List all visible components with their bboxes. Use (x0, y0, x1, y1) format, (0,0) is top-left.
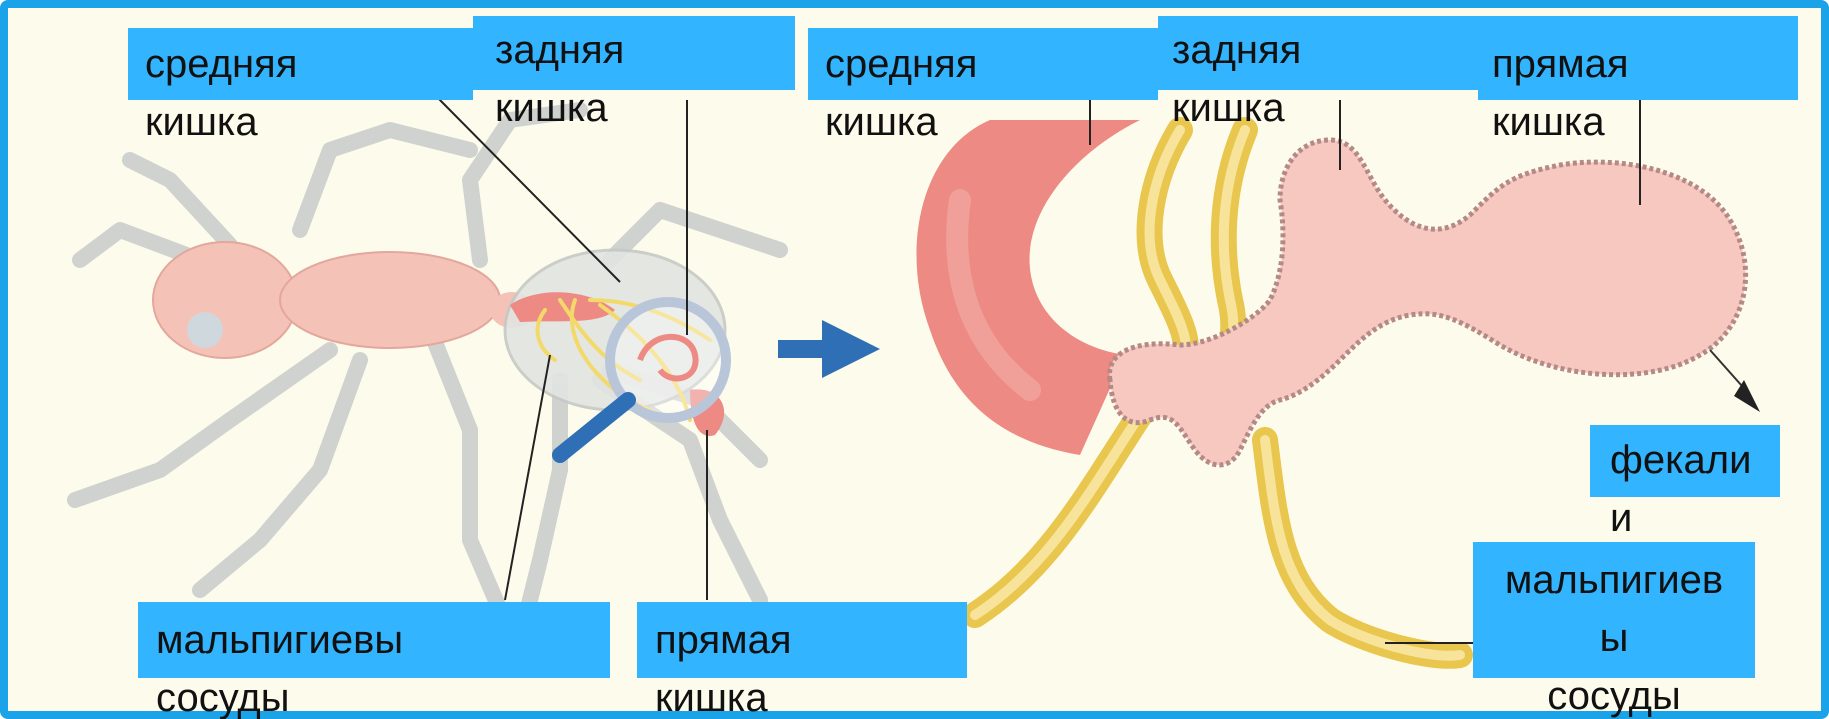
ant-eye (187, 312, 223, 348)
label-right-feces-line2: и (1610, 490, 1632, 546)
label-left-midgut-line1: средняя (145, 36, 297, 92)
label-left-rectum-line1: прямая (655, 612, 792, 668)
label-left-hindgut-line1: задняя (495, 22, 624, 78)
label-left-malpighian-line2: сосуды (156, 670, 289, 719)
label-right-rectum-line2: кишка (1492, 94, 1605, 150)
label-right-feces-line1: фекали (1610, 432, 1751, 488)
label-right-midgut-line1: средняя (825, 36, 977, 92)
label-left-hindgut-line2: кишка (495, 80, 608, 136)
label-right-rectum-line1: прямая (1492, 36, 1629, 92)
label-right-hindgut-line2: кишка (1172, 80, 1285, 136)
label-left-rectum-line2: кишка (655, 670, 768, 719)
label-left-midgut-line2: кишка (145, 94, 258, 150)
label-right-malpighian-line1: мальпигиев (1473, 552, 1755, 608)
ant-thorax (280, 252, 500, 348)
ant-head (153, 242, 297, 358)
label-right-hindgut-line1: задняя (1172, 22, 1301, 78)
label-right-malpighian-line2: ы (1473, 610, 1755, 666)
label-right-midgut-line2: кишка (825, 94, 938, 150)
label-left-malpighian-line1: мальпигиевы (156, 612, 403, 668)
label-right-malpighian-line3: сосуды (1473, 668, 1755, 719)
